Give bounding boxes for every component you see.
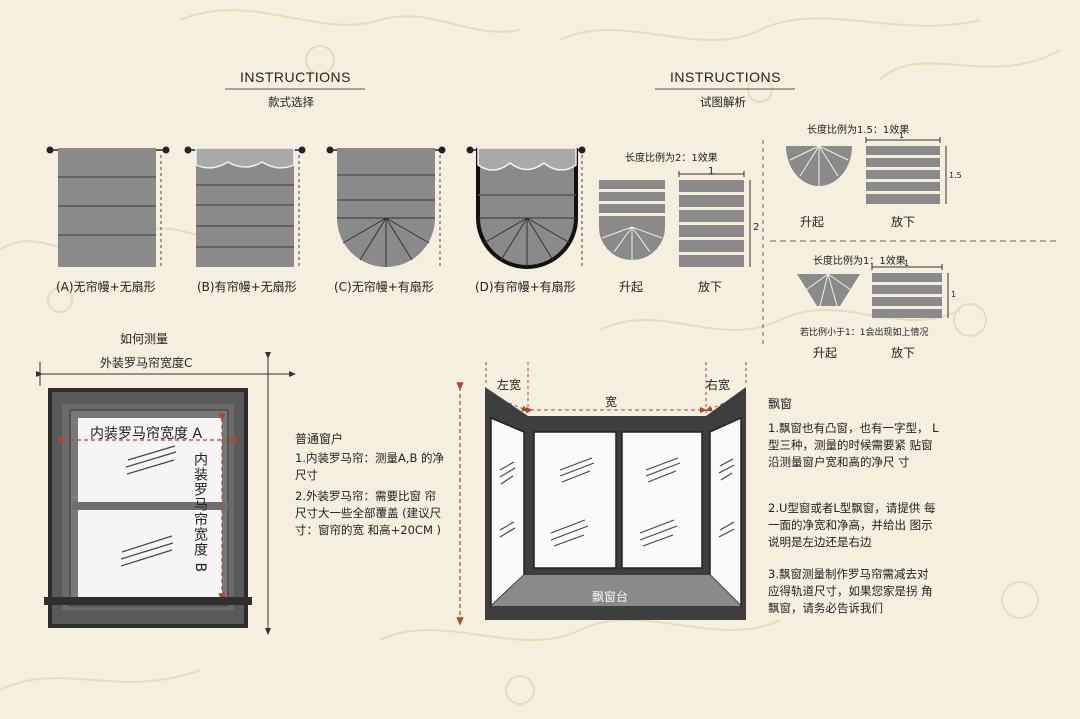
bay-item-3: 3.飘窗测量制作罗马帘需减去对 应得轨道尺寸，如果您家是拐 角飘窗，请务必告诉我… (768, 567, 933, 615)
ratio-1-lowered-shade (871, 264, 949, 318)
style-a-shade (46, 146, 170, 267)
ratio-15-dim-height: 1.5 (949, 171, 962, 180)
left-subheading: 款式选择 (268, 95, 314, 109)
ratio-15-raise-label: 升起 (800, 215, 825, 229)
style-d-shade (466, 146, 586, 269)
bay-sill-label: 飘窗台 (592, 590, 629, 604)
ratio-1-lower-label: 放下 (891, 346, 916, 360)
style-b-shade (184, 146, 306, 267)
outer-width-label: 外装罗马帘宽度C (100, 356, 193, 370)
style-c-shade (326, 146, 446, 267)
inner-width-label: 内装罗马帘宽度 A (90, 426, 203, 442)
inner-height-label: 内装罗马帘宽度 B (192, 452, 208, 574)
ratio-2-dim-height: 2 (753, 222, 760, 233)
right-subheading: 试图解析 (700, 95, 746, 109)
bay-item-1: 1.飘窗也有凸窗，也有一字型， L型三种，测量的时候需要紧 贴窗沿测量窗户宽和高… (768, 421, 939, 469)
normal-window-item-1: 1.内装罗马帘：测量A,B 的净尺寸 (295, 451, 445, 482)
ratio-2-raised-shade (599, 180, 665, 260)
measure-title: 如何测量 (120, 332, 169, 346)
ratio-15-raised-shade (786, 145, 852, 186)
ratio-15-lowered-shade (865, 137, 947, 204)
normal-window-item-2: 2.外装罗马帘：需要比窗 帘尺寸大一些全部覆盖 (建议尺寸：窗帘的宽 和高+20… (295, 489, 442, 537)
ratio-1-dim-height: 1 (951, 290, 957, 299)
ratio-2-raise-label: 升起 (619, 280, 644, 294)
bay-item-2: 2.U型窗或者L型飘窗，请提供 每一面的净宽和净高，并给出 图示说明是左边还是右… (768, 501, 936, 549)
bay-title: 飘窗 (768, 397, 793, 411)
ratio-1-title: 长度比例为1：1效果 (813, 256, 906, 267)
ratio-1-raised-shade (797, 273, 860, 307)
style-a-label: (A)无帘幔+无扇形 (56, 280, 156, 294)
style-c-label: (C)无帘幔+有扇形 (334, 280, 434, 294)
ratio-1-raise-label: 升起 (813, 346, 838, 360)
ratio-2-lowered-shade (678, 171, 751, 267)
ratio-2-dim-width: 1 (708, 166, 715, 177)
normal-window-diagram (36, 352, 296, 635)
ratio-2-title: 长度比例为2：1效果 (625, 153, 718, 164)
ratio-2-lower-label: 放下 (698, 280, 723, 294)
bay-right-width-label: 右宽 (706, 378, 731, 392)
ratio-1-dim-width: 1 (904, 259, 910, 268)
bay-left-width-label: 左宽 (497, 378, 522, 392)
ratio-15-dim-width: 1 (899, 131, 905, 140)
right-heading: INSTRUCTIONS (670, 69, 781, 85)
left-heading: INSTRUCTIONS (240, 69, 351, 85)
style-b-label: (B)有帘幔+无扇形 (197, 280, 297, 294)
bay-width-label: 宽 (605, 395, 618, 409)
ratio-15-title: 长度比例为1.5：1效果 (807, 125, 910, 136)
ratio-1-note: 若比例小于1：1会出现如上情况 (800, 328, 929, 338)
bay-window-diagram (456, 362, 747, 626)
style-d-label: (D)有帘幔+有扇形 (475, 280, 576, 294)
ratio-15-lower-label: 放下 (891, 215, 916, 229)
normal-window-title: 普通窗户 (295, 432, 344, 446)
